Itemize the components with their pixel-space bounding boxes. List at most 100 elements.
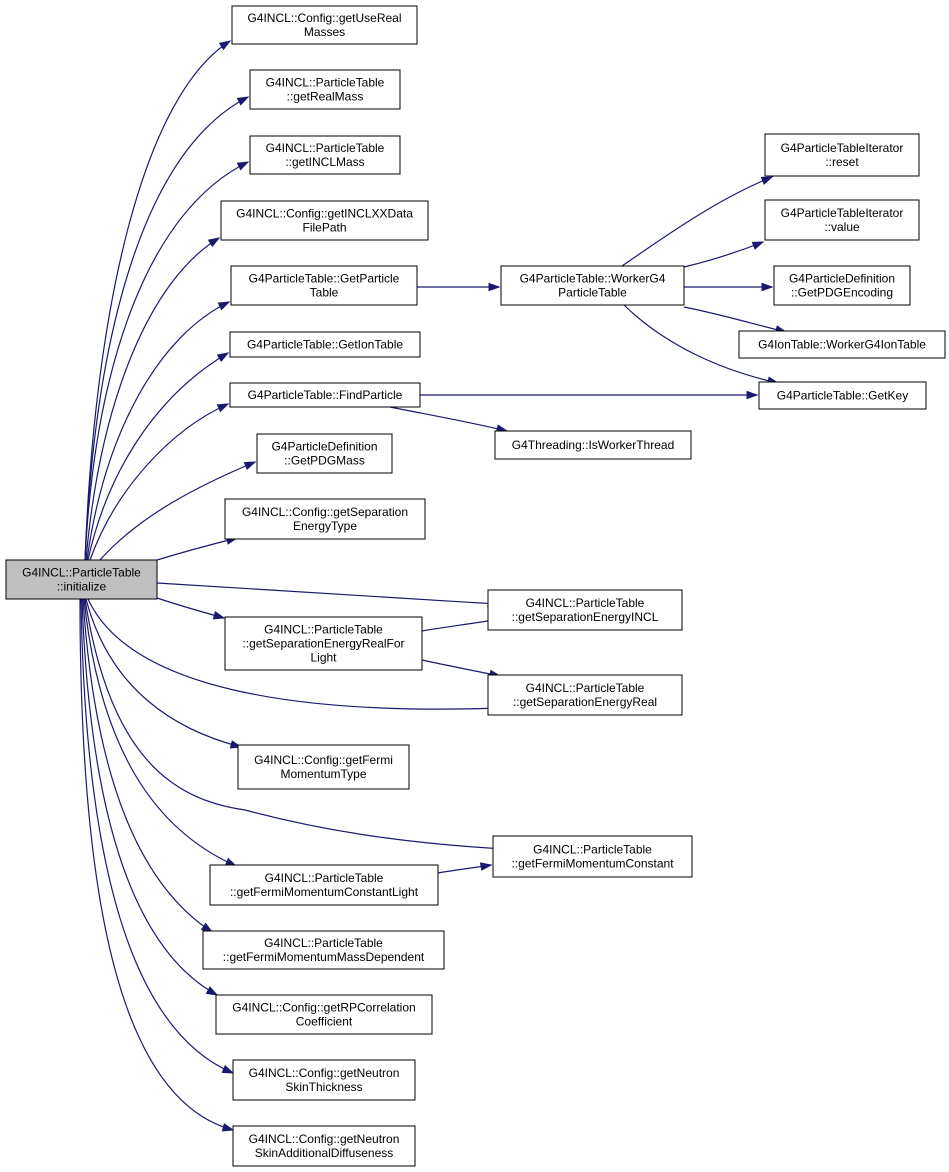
edge-getSeparationEnergyRealForLight-to-getSeparationEnergyReal: [421, 659, 501, 677]
node-label: G4ParticleTable::WorkerG4: [520, 272, 666, 286]
edges-layer: [79, 40, 788, 1132]
node-GetKey[interactable]: G4ParticleTable::GetKey: [758, 381, 927, 410]
node-label: FilePath: [302, 221, 346, 235]
node-box: [758, 381, 927, 410]
node-label: G4ParticleTable::GetParticle: [249, 272, 400, 286]
node-box: [229, 331, 421, 358]
node-label: MomentumType: [280, 767, 366, 781]
edge-root-to-getFermiMomentumConstant: [84, 598, 505, 850]
node-label: SkinThickness: [285, 1080, 362, 1094]
node-label: ::getFermiMomentumMassDependent: [223, 950, 425, 964]
node-label: G4ParticleTable::GetIonTable: [247, 338, 403, 352]
node-label: G4ParticleDefinition: [271, 440, 377, 454]
edge-FindParticle-to-IsWorkerThread: [389, 406, 508, 432]
node-value[interactable]: G4ParticleTableIterator::value: [764, 199, 920, 241]
node-label: G4INCL::ParticleTable: [266, 76, 385, 90]
arrowhead-icon: [216, 352, 230, 363]
node-root[interactable]: G4INCL::ParticleTable::initialize: [5, 559, 158, 600]
node-box: [220, 200, 429, 241]
edge-root-to-GetIonTable: [87, 352, 229, 561]
node-WorkerG4IonTable[interactable]: G4IonTable::WorkerG4IonTable: [738, 330, 946, 359]
node-label: G4ParticleDefinition: [789, 272, 895, 286]
node-getFermiMomentumMassDependent[interactable]: G4INCL::ParticleTable::getFermiMomentumM…: [202, 930, 445, 970]
arrowhead-icon: [216, 403, 230, 413]
node-GetPDGEncoding[interactable]: G4ParticleDefinition::GetPDGEncoding: [773, 265, 911, 306]
node-label: G4INCL::Config::getSeparation: [242, 505, 408, 519]
node-label: ::getRealMass: [287, 90, 364, 104]
node-label: ::reset: [825, 155, 859, 169]
node-getFermiMomentumConstantLight[interactable]: G4INCL::ParticleTable::getFermiMomentumC…: [209, 864, 439, 906]
edge-WorkerG4ParticleTable-to-WorkerG4IonTable: [683, 306, 787, 333]
node-box: [209, 864, 439, 906]
node-label: ::value: [824, 220, 860, 234]
node-getSeparationEnergyReal[interactable]: G4INCL::ParticleTable::getSeparationEner…: [487, 674, 683, 716]
node-label: ::getSeparationEnergyReal: [513, 695, 657, 709]
edge-root-to-getSeparationEnergyType: [156, 537, 238, 561]
edge-root-to-getNeutronSkinThickness: [80, 598, 234, 1074]
node-box: [256, 433, 393, 474]
node-GetIonTable[interactable]: G4ParticleTable::GetIonTable: [229, 331, 421, 358]
node-label: SkinAdditionalDiffuseness: [255, 1146, 394, 1160]
node-box: [202, 930, 445, 970]
node-label: ::getFermiMomentumConstant: [511, 857, 674, 871]
node-label: G4ParticleTable::GetKey: [777, 389, 908, 403]
node-label: ParticleTable: [558, 286, 627, 300]
node-reset[interactable]: G4ParticleTableIterator::reset: [764, 133, 920, 177]
node-box: [249, 69, 401, 110]
node-getFermiMomentumConstant[interactable]: G4INCL::ParticleTable::getFermiMomentumC…: [492, 835, 693, 878]
node-label: G4ParticleTableIterator: [781, 141, 904, 155]
node-box: [232, 1125, 416, 1167]
edge-root-to-getRealMass: [84, 96, 249, 561]
node-box: [773, 265, 911, 306]
edge-root-to-getNeutronSkinAdditionalDiffuseness: [79, 598, 234, 1131]
node-getNeutronSkinAdditionalDiffuseness[interactable]: G4INCL::Config::getNeutronSkinAdditional…: [232, 1125, 416, 1167]
edge-WorkerG4ParticleTable-to-value: [683, 241, 764, 268]
arrowhead-icon: [218, 40, 232, 51]
edge-root-to-getSeparationEnergyINCL: [156, 582, 499, 605]
arrowhead-icon: [488, 282, 501, 292]
node-label: ::initialize: [57, 580, 107, 594]
edge-root-to-getFermiMomentumType: [85, 598, 242, 748]
arrowhead-icon: [212, 611, 226, 620]
node-getSeparationEnergyRealForLight[interactable]: G4INCL::ParticleTable::getSeparationEner…: [224, 616, 423, 671]
arrowhead-icon: [221, 1064, 235, 1074]
node-IsWorkerThread[interactable]: G4Threading::IsWorkerThread: [494, 430, 692, 460]
edge-root-to-GetPDGMass: [99, 461, 256, 561]
edge-WorkerG4ParticleTable-to-GetKey: [623, 304, 779, 384]
node-getRealMass[interactable]: G4INCL::ParticleTable::getRealMass: [249, 69, 401, 110]
node-label: G4INCL::Config::getFermi: [254, 753, 393, 767]
node-box: [487, 589, 683, 631]
arrowhead-icon: [760, 176, 774, 185]
node-label: G4INCL::ParticleTable: [22, 566, 141, 580]
arrowhead-icon: [221, 1123, 235, 1132]
edge-root-to-getRPCorrelationCoefficient: [81, 598, 218, 996]
node-label: G4INCL::Config::getNeutron: [249, 1066, 400, 1080]
node-box: [224, 616, 423, 671]
node-label: Table: [310, 286, 339, 300]
node-GetPDGMass[interactable]: G4ParticleDefinition::GetPDGMass: [256, 433, 393, 474]
node-getINCLMass[interactable]: G4INCL::ParticleTable::getINCLMass: [249, 135, 401, 175]
node-FindParticle[interactable]: G4ParticleTable::FindParticle: [229, 382, 421, 408]
node-label: ::GetPDGMass: [284, 454, 365, 468]
edge-root-to-GetParticleTable: [86, 301, 230, 561]
arrowhead-icon: [243, 461, 257, 471]
node-box: [494, 430, 692, 460]
node-label: G4ParticleTableIterator: [781, 206, 904, 220]
node-box: [738, 330, 946, 359]
node-label: ::getSeparationEnergyRealFor: [242, 637, 404, 651]
node-label: Masses: [304, 25, 345, 39]
node-box: [215, 994, 433, 1035]
node-box: [5, 559, 158, 600]
node-getRPCorrelationCoefficient[interactable]: G4INCL::Config::getRPCorrelationCoeffici…: [215, 994, 433, 1035]
node-getSeparationEnergyINCL[interactable]: G4INCL::ParticleTable::getSeparationEner…: [487, 589, 683, 631]
node-label: Coefficient: [296, 1015, 353, 1029]
edge-WorkerG4ParticleTable-to-reset: [621, 176, 773, 267]
